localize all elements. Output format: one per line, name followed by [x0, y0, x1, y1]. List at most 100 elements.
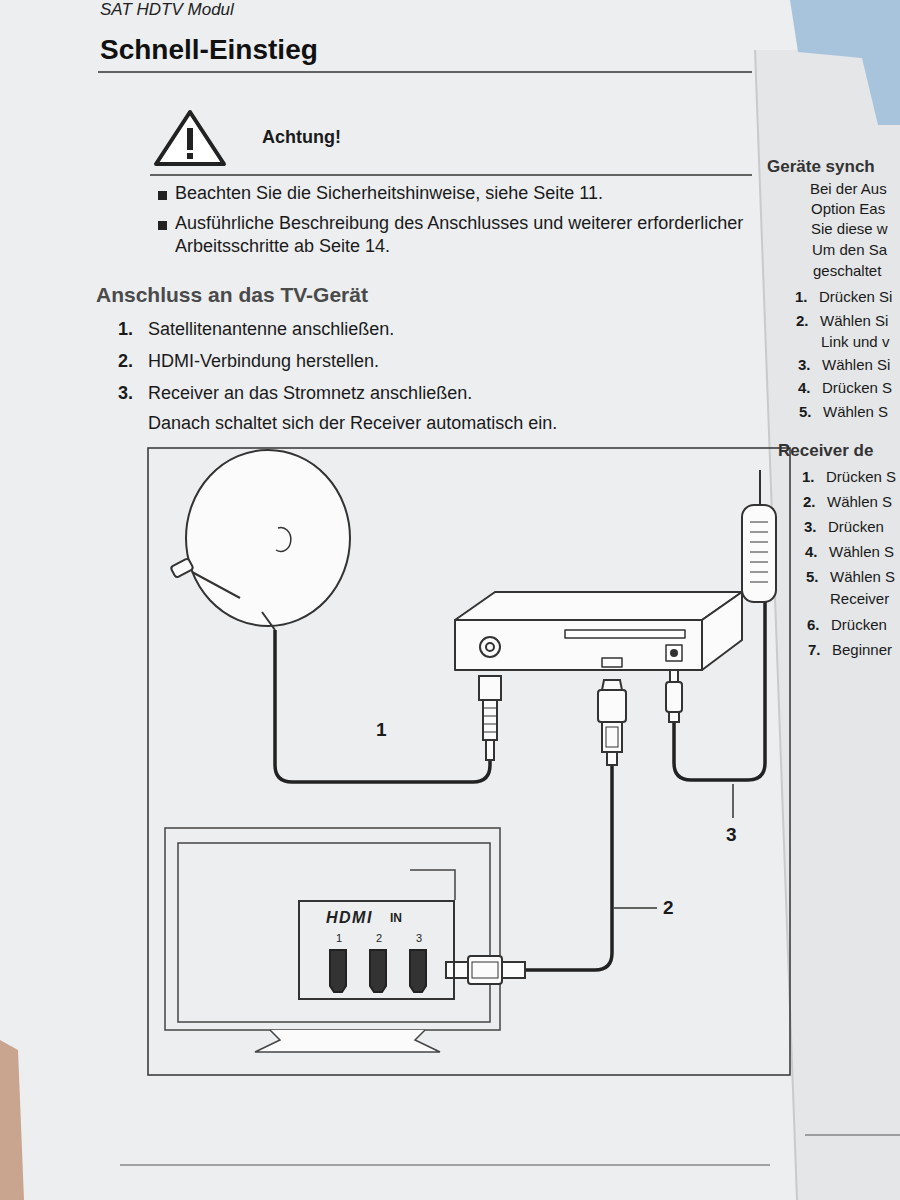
- receiver: [455, 592, 742, 670]
- step-text: Wählen S: [823, 403, 888, 422]
- power-supply: [742, 505, 776, 602]
- port-number: 2: [376, 932, 382, 945]
- step-number: 2.: [118, 350, 133, 373]
- hdmi-plug: [472, 962, 498, 978]
- step-number: 4.: [798, 379, 811, 398]
- power-plug: [666, 670, 682, 722]
- cable: [525, 765, 612, 970]
- warning-triangle: [187, 128, 193, 150]
- rule-lines: [150, 174, 752, 176]
- port-number: 3: [416, 932, 422, 945]
- receiver: [480, 637, 500, 657]
- hdmi-plug: [446, 962, 468, 978]
- step-text: Wählen S: [830, 568, 895, 587]
- step-text: Wählen S: [829, 543, 894, 562]
- satellite-dish: [276, 528, 291, 552]
- right-page: [755, 50, 900, 1200]
- power-supply: [759, 470, 761, 505]
- step-number: 2.: [796, 312, 809, 331]
- step-text: Satellitenantenne anschließen.: [148, 318, 394, 341]
- hdmi-port: [370, 950, 386, 992]
- step-text: HDMI-Verbindung herstellen.: [148, 350, 379, 373]
- step-text: Drücken S: [826, 468, 896, 487]
- step-number: 7.: [808, 641, 821, 660]
- bullet-square: [158, 221, 167, 230]
- warning-triangle: [156, 112, 224, 164]
- warning-triangle: [187, 153, 193, 159]
- callout-number: 1: [376, 718, 387, 742]
- step-text: Sie diese w: [811, 220, 888, 239]
- power-plug: [670, 670, 678, 682]
- step-number: 5.: [806, 568, 819, 587]
- step-number: 3.: [118, 382, 133, 405]
- panel-label: IN: [390, 911, 402, 925]
- hdmi-plug: [598, 690, 626, 722]
- step-number: 3.: [798, 356, 811, 375]
- sky-background: [790, 0, 900, 125]
- cable: [275, 602, 765, 970]
- section-heading: Geräte synch: [767, 156, 875, 177]
- power-supply: [750, 522, 768, 582]
- step-number: 2.: [803, 493, 816, 512]
- hdmi-plug: [468, 956, 502, 984]
- warning-heading: Achtung!: [262, 126, 341, 149]
- hdmi-plug: [602, 722, 622, 752]
- step-text: geschaltet: [813, 262, 881, 281]
- receiver: [565, 630, 685, 638]
- bullet-text: Ausführliche Beschreibung des Anschlusse…: [175, 212, 753, 257]
- receiver: [702, 592, 742, 670]
- hdmi-port: [330, 950, 426, 992]
- leader-line: [614, 784, 733, 908]
- step-note: Danach schaltet sich der Receiver automa…: [148, 412, 557, 435]
- tv-set: [165, 828, 500, 1030]
- step-text: Drücken: [828, 518, 884, 537]
- hdmi-port: [410, 950, 426, 992]
- satellite-dish: [186, 450, 350, 626]
- running-header: SAT HDTV Modul: [100, 0, 234, 20]
- leader-line: [732, 784, 734, 818]
- hdmi-plug: [602, 680, 622, 690]
- cable: [275, 630, 490, 782]
- power-supply: [742, 470, 776, 602]
- receiver: [455, 620, 702, 670]
- receiver: [671, 650, 677, 656]
- coax-plug: [479, 676, 501, 760]
- step-text: Bei der Aus: [810, 180, 887, 199]
- panel-label: HDMI: [326, 908, 373, 927]
- bullet-square: [158, 191, 167, 230]
- coax-plug: [483, 700, 497, 740]
- coax-plug: [479, 676, 501, 700]
- section-heading: Anschluss an das TV-Gerät: [96, 282, 368, 308]
- step-number: 4.: [805, 543, 818, 562]
- figure-frame: [148, 448, 790, 1075]
- step-number: 1.: [795, 288, 808, 307]
- hdmi-plug: [502, 962, 525, 978]
- warning-triangle: [156, 112, 224, 164]
- tv-set: [178, 843, 490, 1022]
- receiver: [666, 645, 682, 661]
- tv-set: [410, 870, 455, 900]
- step-text: Option Eas: [811, 200, 885, 219]
- step-text: Drücken S: [822, 379, 892, 398]
- tv-set: [255, 1030, 440, 1052]
- step-text: Drücken Si: [819, 288, 892, 307]
- receiver: [455, 592, 742, 620]
- hdmi-plug: [606, 727, 618, 747]
- step-text: Um den Sa: [812, 241, 887, 260]
- satellite-dish: [170, 450, 350, 630]
- step-text: Wählen S: [827, 493, 892, 512]
- step-number: 5.: [799, 403, 812, 422]
- section-heading: Receiver de: [778, 440, 873, 461]
- connector-panel: HDMIIN123: [298, 900, 455, 1000]
- satellite-dish: [170, 558, 193, 578]
- leader-line: [614, 907, 657, 909]
- rule-lines: [120, 1165, 770, 1166]
- hand: [0, 1040, 24, 1200]
- rule-lines: [805, 1135, 900, 1136]
- page-title: Schnell-Einstieg: [100, 32, 318, 67]
- bullet-square: [158, 191, 167, 200]
- hdmi-plug: [598, 680, 626, 765]
- step-text: Link und v: [821, 333, 889, 352]
